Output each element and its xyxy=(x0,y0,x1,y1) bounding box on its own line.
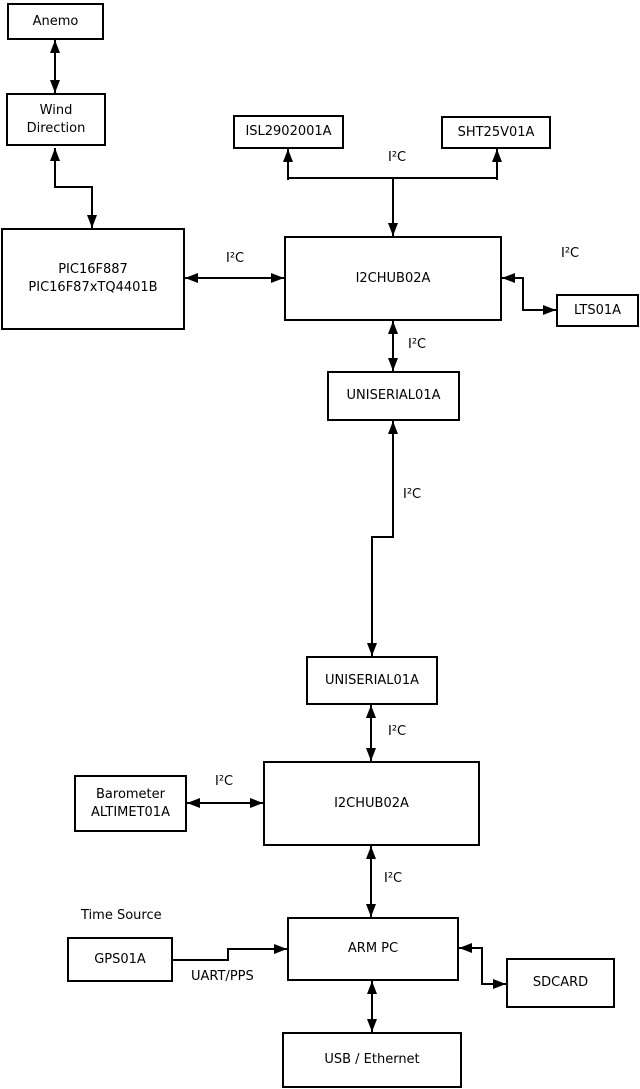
node-sdcard: SDCARD xyxy=(506,958,615,1008)
node-uniserial01a-upper: UNISERIAL01A xyxy=(327,371,460,421)
edge-uniserial1-uniserial2 xyxy=(367,421,398,656)
node-anemo: Anemo xyxy=(7,3,104,40)
node-arm-pc: ARM PC xyxy=(287,917,459,981)
edge-label-i2c-pic-hub: I²C xyxy=(226,251,245,266)
node-isl2902001a: ISL2902001A xyxy=(233,115,344,149)
edge-wind-pic xyxy=(50,148,97,228)
label-time-source: Time Source xyxy=(81,908,162,923)
node-uniserial01a-lower: UNISERIAL01A xyxy=(306,656,438,705)
node-lts01a: LTS01A xyxy=(556,294,639,327)
node-i2chub02a-top: I2CHUB02A xyxy=(284,236,502,321)
edge-label-i2c-uniserial-link: I²C xyxy=(403,487,422,502)
edge-label-i2c-sensor-bus: I²C xyxy=(388,150,407,165)
edge-label-i2c-hub-lts: I²C xyxy=(561,246,580,261)
node-pic16f887: PIC16F887 PIC16F87xTQ4401B xyxy=(1,228,185,330)
edge-gps-armpc xyxy=(173,944,287,961)
edge-label-i2c-barometer-hub: I²C xyxy=(215,774,234,789)
edge-label-i2c-hub-armpc: I²C xyxy=(384,871,403,886)
edge-label-i2c-hub-uniserial1: I²C xyxy=(408,337,427,352)
edge-armpc-sdcard xyxy=(459,943,506,989)
node-i2chub02a-bottom: I2CHUB02A xyxy=(263,761,480,846)
node-gps01a: GPS01A xyxy=(67,937,173,982)
node-sht25v01a: SHT25V01A xyxy=(441,116,551,149)
node-wind-direction: Wind Direction xyxy=(6,93,106,146)
edge-label-i2c-uniserial2-hub: I²C xyxy=(388,724,407,739)
node-usb-ethernet: USB / Ethernet xyxy=(282,1032,462,1088)
edge-label-uart-pps: UART/PPS xyxy=(191,969,254,984)
edge-i2chub-top-lts xyxy=(502,273,556,315)
node-barometer-altimet01a: Barometer ALTIMET01A xyxy=(74,775,187,832)
